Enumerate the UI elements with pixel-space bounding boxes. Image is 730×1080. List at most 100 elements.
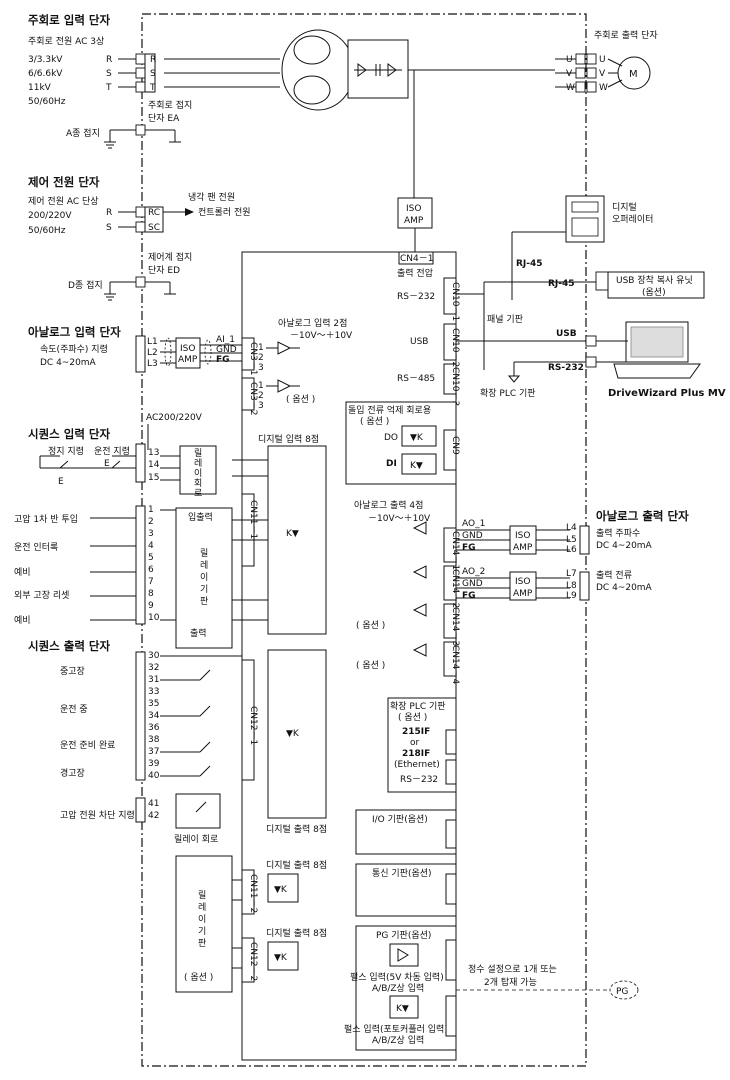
di-label: DI <box>386 459 397 469</box>
rj45-a-label: RJ-45 <box>516 259 543 269</box>
di8-label: 디지털 입력 8점 <box>258 433 319 445</box>
in-3: 3 <box>148 529 154 539</box>
ao-l9: L9 <box>566 591 577 601</box>
main-output-title: 주회로 출력 단자 <box>594 29 658 41</box>
cn10-1-label: CN10－1 <box>450 282 460 321</box>
stop-cmd-label: 정지 지령 <box>48 445 84 457</box>
term-v-in: V <box>566 69 573 79</box>
input-term-r: R <box>106 55 112 65</box>
run-cmd-label: 운전 지령 <box>94 445 130 457</box>
inrush-opt: ( 옵션 ) <box>360 416 389 427</box>
board-rs485-label: RS－485 <box>397 374 435 384</box>
ao2-iso-2: AMP <box>513 589 533 599</box>
ground-ea-block: 주회로 접지 단자 EA A종 접지 <box>66 99 192 149</box>
usb-copy-label1: USB 장착 복사 유닛 <box>616 275 693 286</box>
ao2-desc-b: DC 4~20mA <box>596 583 653 593</box>
iso-amp-top: ISO AMP <box>397 197 433 252</box>
io-title: 입출력 <box>188 511 213 523</box>
cn3-block: CN3－1 CN3－2 123 123 아날로그 입력 2점 －10V～＋10V… <box>241 317 353 415</box>
ao-title: 아날로그 출력 4점 <box>354 499 423 511</box>
out-38: 38 <box>148 735 160 745</box>
in-7: 7 <box>148 577 154 587</box>
ai2-opt: ( 옵션 ) <box>286 394 315 405</box>
io-option-board: I/O 기판(옵션) <box>355 809 457 855</box>
panel-board-label: 패널 기판 <box>487 314 523 325</box>
do-opto-board <box>267 649 327 819</box>
io-relay-4: 기 <box>200 584 208 595</box>
ao1-label: AO_1 <box>462 519 485 529</box>
term-u-in: U <box>566 55 573 65</box>
board-usb-label: USB <box>410 337 428 347</box>
input-term-t: T <box>105 83 112 93</box>
ai-iso-1: ISO <box>180 344 195 354</box>
relay-c4: 회 <box>194 478 202 489</box>
ao-l5: L5 <box>566 535 577 545</box>
in-1: 1 <box>148 505 154 515</box>
plc-eth: (Ethernet) <box>394 760 440 770</box>
out-41: 41 <box>148 799 159 809</box>
box-term-r: R <box>150 55 156 65</box>
seq-15: 15 <box>148 473 159 483</box>
cn14-2-label: CN14－2 <box>450 569 460 608</box>
ext-plc-board: 확장 PLC 기판 ( 옵션 ) 215IF or 218IF (Etherne… <box>387 697 457 793</box>
pg-label: PG <box>616 987 628 997</box>
ao2-fg: FG <box>462 591 476 601</box>
out-35: 35 <box>148 699 159 709</box>
seq-input-terms: 1 2 3 4 5 6 7 8 9 10 고압 1차 반 투입 운전 인터록 예… <box>14 505 176 626</box>
seq-output-block: 시퀀스 출력 단자 30 32 31 33 35 34 36 38 37 39 … <box>28 639 327 845</box>
pg-diff-icon <box>389 943 419 967</box>
ao-l6: L6 <box>566 545 577 555</box>
input-term-s: S <box>106 69 112 79</box>
analog-input-block: 아날로그 입력 단자 속도(주파수) 지령 DC 4~20mA L1 L2 L3… <box>28 325 254 373</box>
pg-in1: 펄스 입력(5V 차동 입력) <box>350 971 444 983</box>
out-42: 42 <box>148 811 159 821</box>
out-36: 36 <box>148 723 160 733</box>
cp-box-rc: RC <box>148 208 160 218</box>
box-term-s: S <box>150 69 156 79</box>
in-item-4: 외부 고장 리셋 <box>14 589 69 601</box>
pg-photo-icon <box>389 995 419 1019</box>
ground-ea-title2: 단자 EA <box>148 113 180 124</box>
relay-c1: 릴 <box>194 448 202 459</box>
svg-text:2: 2 <box>258 391 264 401</box>
seq-13: 13 <box>148 448 159 458</box>
svg-text:3: 3 <box>258 401 264 411</box>
ao1-iso-2: AMP <box>513 543 533 553</box>
control-power-title: 제어 전원 단자 <box>28 175 100 189</box>
in-2: 2 <box>148 517 154 527</box>
cn3-2-label: CN3－2 <box>248 382 258 415</box>
ground-ed-title: 제어계 접지 <box>148 251 192 263</box>
out-37: 37 <box>148 747 159 757</box>
io-relay-board: 입출력 릴 레 이 기 판 출력 <box>175 507 233 649</box>
cn12-1-label: CN12－1 <box>248 706 258 745</box>
ai-iso-2: AMP <box>178 355 198 365</box>
ao-opt-2: ( 옵션 ) <box>356 660 385 671</box>
in-9: 9 <box>148 601 154 611</box>
out-34: 34 <box>148 711 160 721</box>
do8b-label: 디지털 출력 8점 <box>266 859 327 871</box>
di-opto-board <box>267 445 327 635</box>
seq-ac-label: AC200/220V <box>146 413 203 423</box>
io-relay-5: 판 <box>200 596 208 607</box>
pc-software-label: DriveWizard Plus MV <box>608 388 726 399</box>
control-power-line2: 200/220V <box>28 211 72 221</box>
cn11-2-block: 디지털 출력 8점 CN11－2 ▼K <box>232 859 327 915</box>
comm-block: 디지털 오퍼레이터 RJ-45 RJ-45 USB 장착 복사 유닛 (옵션) … <box>456 195 726 399</box>
cn10-3-label: CN10－3 <box>450 367 460 406</box>
pg-option-board: PG 기판(옵션) 펄스 입력(5V 차동 입력) A/B/Z상 입력 K▼ 펄… <box>344 925 457 1051</box>
out-39: 39 <box>148 759 160 769</box>
relay-c3: 이 <box>194 468 202 479</box>
seq-output-title: 시퀀스 출력 단자 <box>28 639 110 653</box>
laptop-icon <box>613 321 701 379</box>
ai-fg: FG <box>216 355 230 365</box>
svg-text:▼K: ▼K <box>274 953 288 963</box>
e2-label: E <box>58 477 64 487</box>
analog-output-block: 아날로그 출력 4점 －10V～＋10V CN14－1 CN14－2 CN14－… <box>354 499 689 684</box>
inrush-block: 돌입 전류 억제 회로용 ( 옵션 ) CN9 DO DI ▼K K▼ <box>345 401 460 485</box>
opt-relay-4: 기 <box>198 926 206 937</box>
opt-relay-5: 판 <box>198 938 206 949</box>
digital-operator-label2: 오퍼레이터 <box>612 214 653 225</box>
iso-amp-top-l1: ISO <box>406 204 421 214</box>
term-u-out: U <box>599 55 606 65</box>
